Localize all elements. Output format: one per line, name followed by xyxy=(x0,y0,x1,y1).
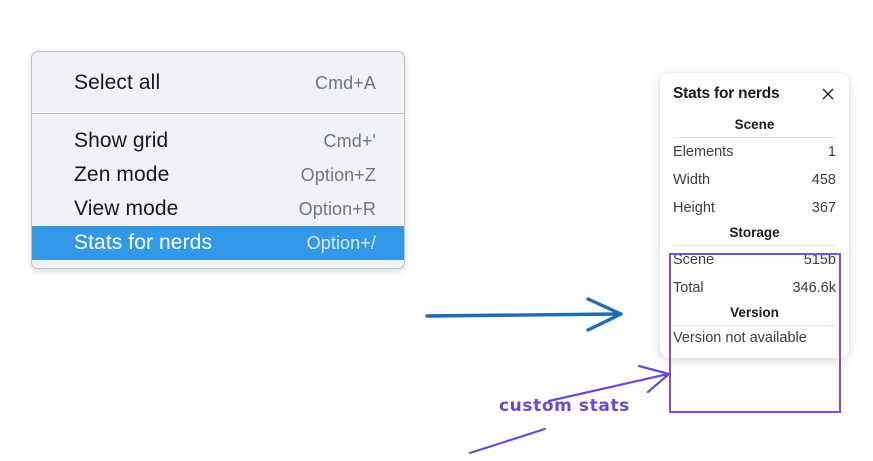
stat-value: 515b xyxy=(803,252,836,268)
menu-item-stats-for-nerds[interactable]: Stats for nerds Option+/ xyxy=(32,226,404,260)
stat-key: Elements xyxy=(673,144,734,160)
stats-section-version: Version Version not available xyxy=(673,302,836,348)
annotation-label: custom stats xyxy=(499,396,630,416)
stat-row: Width 458 xyxy=(673,166,836,194)
stat-value: 1 xyxy=(827,144,836,160)
stat-row: Elements 1 xyxy=(673,138,836,166)
section-heading: Version xyxy=(730,305,779,320)
menu-item-shortcut: Option+Z xyxy=(300,164,376,185)
stat-value: 458 xyxy=(811,172,836,188)
section-heading: Storage xyxy=(729,225,780,240)
stat-key: Scene xyxy=(673,252,715,268)
menu-item-label: Select all xyxy=(74,71,161,94)
context-menu[interactable]: Select all Cmd+A Show grid Cmd+' Zen mod… xyxy=(31,51,405,269)
section-divider xyxy=(673,137,836,138)
close-icon[interactable] xyxy=(820,86,836,102)
stat-value: 346.6k xyxy=(792,280,836,296)
menu-divider xyxy=(32,113,404,114)
menu-item-shortcut: Option+R xyxy=(298,198,376,219)
stat-key: Height xyxy=(673,200,715,216)
stats-section-storage: Storage Scene 515b Total 346.6k xyxy=(673,222,836,302)
stat-row: Height 367 xyxy=(673,194,836,222)
menu-item-shortcut: Cmd+A xyxy=(314,72,376,93)
menu-section-top: Select all Cmd+A xyxy=(32,52,404,113)
section-divider xyxy=(673,245,836,246)
stat-row: Scene 515b xyxy=(673,246,836,274)
version-text: Version not available xyxy=(673,330,807,346)
stat-row: Total 346.6k xyxy=(673,274,836,302)
menu-section-view: Show grid Cmd+' Zen mode Option+Z View m… xyxy=(32,114,404,268)
menu-item-label: Stats for nerds xyxy=(74,231,213,254)
menu-item-show-grid[interactable]: Show grid Cmd+' xyxy=(32,124,404,158)
menu-item-label: Show grid xyxy=(74,129,169,152)
menu-item-label: View mode xyxy=(74,197,179,220)
section-heading: Scene xyxy=(734,117,775,132)
section-divider xyxy=(673,325,836,326)
menu-item-zen-mode[interactable]: Zen mode Option+Z xyxy=(32,158,404,192)
stat-value: 367 xyxy=(811,200,836,216)
panel-header: Stats for nerds xyxy=(673,85,836,103)
menu-item-select-all[interactable]: Select all Cmd+A xyxy=(32,66,404,100)
purple-underline-stroke xyxy=(468,427,547,455)
blue-arrow xyxy=(425,297,623,332)
menu-item-view-mode[interactable]: View mode Option+R xyxy=(32,192,404,226)
stat-key: Total xyxy=(673,280,704,296)
stats-for-nerds-panel: Stats for nerds Scene Elements 1 Width 4… xyxy=(660,73,849,358)
menu-item-shortcut: Option+/ xyxy=(306,232,376,253)
stat-key: Width xyxy=(673,172,711,188)
menu-item-shortcut: Cmd+' xyxy=(323,130,376,151)
stats-section-scene: Scene Elements 1 Width 458 Height 367 xyxy=(673,114,836,222)
panel-title: Stats for nerds xyxy=(673,85,780,102)
menu-item-label: Zen mode xyxy=(74,163,170,186)
